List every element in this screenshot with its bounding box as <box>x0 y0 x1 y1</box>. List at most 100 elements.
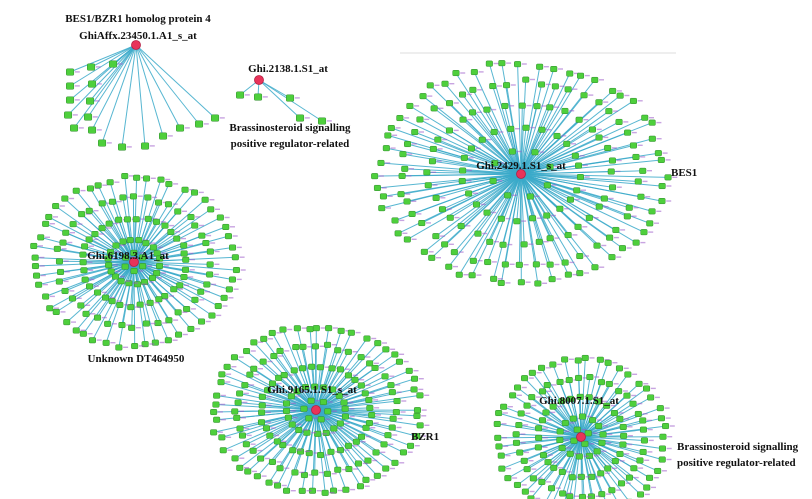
leaf-node[interactable] <box>225 286 233 293</box>
leaf-node[interactable] <box>292 344 300 351</box>
leaf-node[interactable] <box>576 393 584 400</box>
leaf-node[interactable] <box>279 326 287 333</box>
leaf-node[interactable] <box>342 486 350 493</box>
leaf-node[interactable] <box>615 118 623 125</box>
leaf-node[interactable] <box>344 442 352 449</box>
leaf-node[interactable] <box>597 379 605 386</box>
leaf-node[interactable] <box>181 186 189 193</box>
leaf-node[interactable] <box>445 263 453 270</box>
leaf-node[interactable] <box>566 196 574 203</box>
leaf-node[interactable] <box>459 167 467 174</box>
leaf-node[interactable] <box>405 367 413 374</box>
leaf-node[interactable] <box>546 261 554 268</box>
leaf-node[interactable] <box>469 257 477 264</box>
leaf-node[interactable] <box>428 158 436 165</box>
leaf-node[interactable] <box>391 217 399 224</box>
leaf-node[interactable] <box>85 236 93 243</box>
leaf-node[interactable] <box>233 414 241 421</box>
leaf-node[interactable] <box>564 232 572 239</box>
leaf-node[interactable] <box>391 459 399 466</box>
leaf-node[interactable] <box>191 296 199 303</box>
leaf-node[interactable] <box>598 491 606 498</box>
leaf-node[interactable] <box>470 69 478 76</box>
leaf-node[interactable] <box>450 249 458 256</box>
leaf-node[interactable] <box>561 107 569 114</box>
leaf-node[interactable] <box>70 124 79 132</box>
leaf-node[interactable] <box>330 425 338 432</box>
leaf-node[interactable] <box>535 434 543 441</box>
leaf-node[interactable] <box>224 233 232 240</box>
leaf-node[interactable] <box>630 465 638 472</box>
leaf-node[interactable] <box>498 465 506 472</box>
leaf-node[interactable] <box>98 200 106 207</box>
leaf-node[interactable] <box>31 254 39 261</box>
leaf-node[interactable] <box>273 438 281 445</box>
leaf-node[interactable] <box>206 248 214 255</box>
leaf-node[interactable] <box>640 229 648 236</box>
leaf-node[interactable] <box>413 433 421 440</box>
leaf-node[interactable] <box>86 185 94 192</box>
leaf-node[interactable] <box>106 179 114 186</box>
leaf-node[interactable] <box>84 113 93 121</box>
leaf-node[interactable] <box>61 287 69 294</box>
leaf-node[interactable] <box>46 305 54 312</box>
leaf-node[interactable] <box>291 469 299 476</box>
leaf-node[interactable] <box>127 304 135 311</box>
leaf-node[interactable] <box>571 152 579 159</box>
leaf-node[interactable] <box>378 205 386 212</box>
leaf-node[interactable] <box>165 317 173 324</box>
leaf-node[interactable] <box>33 272 41 279</box>
leaf-node[interactable] <box>523 466 531 473</box>
leaf-node[interactable] <box>548 485 556 492</box>
leaf-node[interactable] <box>362 476 370 483</box>
leaf-node[interactable] <box>465 190 473 197</box>
leaf-node[interactable] <box>276 347 284 354</box>
leaf-node[interactable] <box>53 245 61 252</box>
leaf-node[interactable] <box>497 215 505 222</box>
leaf-node[interactable] <box>115 216 123 223</box>
leaf-node[interactable] <box>549 403 557 410</box>
leaf-node[interactable] <box>648 135 656 142</box>
leaf-node[interactable] <box>306 326 314 333</box>
hub-node[interactable] <box>131 40 141 50</box>
leaf-node[interactable] <box>432 194 440 201</box>
leaf-node[interactable] <box>629 97 637 104</box>
leaf-node[interactable] <box>258 419 266 426</box>
leaf-node[interactable] <box>419 93 427 100</box>
leaf-node[interactable] <box>72 187 80 194</box>
leaf-node[interactable] <box>604 359 612 366</box>
leaf-node[interactable] <box>340 399 348 406</box>
leaf-node[interactable] <box>311 469 319 476</box>
leaf-node[interactable] <box>203 281 211 288</box>
leaf-node[interactable] <box>91 231 99 238</box>
leaf-node[interactable] <box>82 310 90 317</box>
leaf-node[interactable] <box>550 464 558 471</box>
leaf-node[interactable] <box>501 261 509 268</box>
leaf-node[interactable] <box>648 208 656 215</box>
leaf-node[interactable] <box>624 129 632 136</box>
leaf-node[interactable] <box>544 459 552 466</box>
leaf-node[interactable] <box>539 452 547 459</box>
leaf-node[interactable] <box>94 289 102 296</box>
leaf-node[interactable] <box>217 379 225 386</box>
leaf-node[interactable] <box>290 367 298 374</box>
leaf-node[interactable] <box>170 286 178 293</box>
leaf-node[interactable] <box>581 440 589 447</box>
leaf-node[interactable] <box>620 432 628 439</box>
leaf-node[interactable] <box>504 192 512 199</box>
leaf-node[interactable] <box>276 465 284 472</box>
leaf-node[interactable] <box>578 413 586 420</box>
leaf-node[interactable] <box>493 420 501 427</box>
leaf-node[interactable] <box>250 365 258 372</box>
leaf-node[interactable] <box>257 455 265 462</box>
leaf-node[interactable] <box>432 233 440 240</box>
leaf-node[interactable] <box>639 426 647 433</box>
leaf-node[interactable] <box>228 276 236 283</box>
leaf-node[interactable] <box>357 354 365 361</box>
leaf-node[interactable] <box>78 211 86 218</box>
leaf-node[interactable] <box>287 393 295 400</box>
leaf-node[interactable] <box>268 329 276 336</box>
leaf-node[interactable] <box>187 325 195 332</box>
leaf-node[interactable] <box>559 490 567 497</box>
leaf-node[interactable] <box>474 230 482 237</box>
